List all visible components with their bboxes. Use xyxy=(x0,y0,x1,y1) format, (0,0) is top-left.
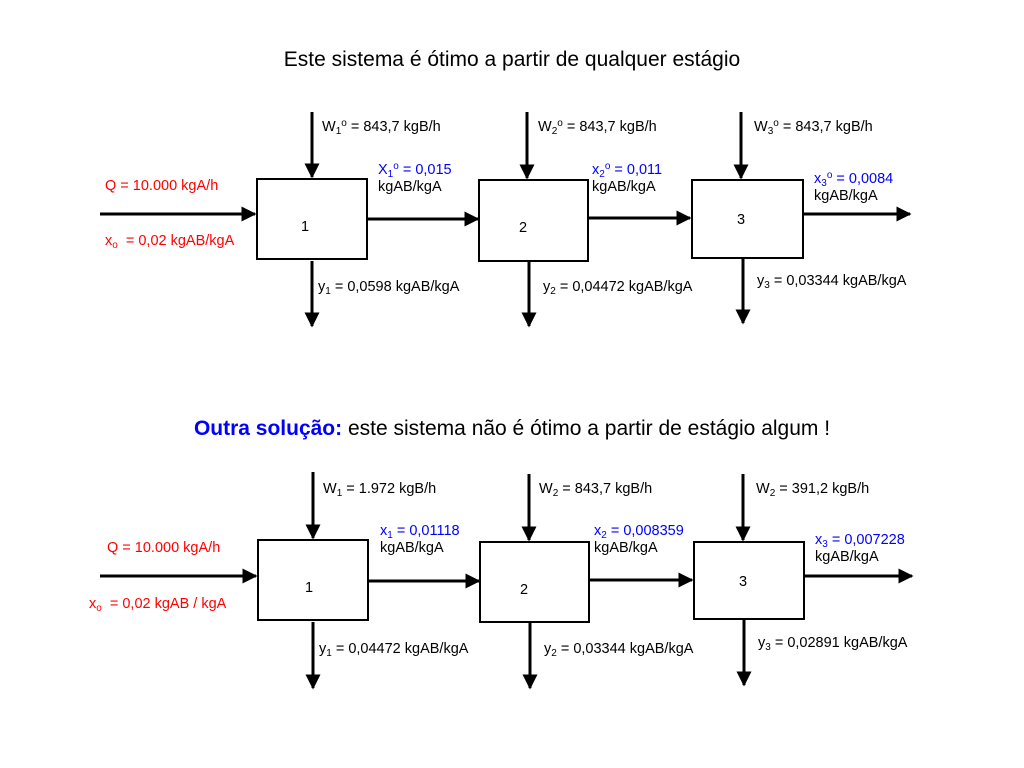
stage-box-2-top xyxy=(478,179,589,262)
y3-label-bottom: y3 = 0,02891 kgAB/kgA xyxy=(758,635,908,653)
stage-box-2-bottom xyxy=(479,541,590,623)
w2-label-top: W2o = 843,7 kgB/h xyxy=(538,118,657,137)
feed-flow-label-top: Q = 10.000 kgA/h xyxy=(105,178,219,194)
y2-label-top: y2 = 0,04472 kgAB/kgA xyxy=(543,279,693,297)
feed-conc-label-top: xo = 0,02 kgAB/kgA xyxy=(105,233,235,251)
w3-label-top: W3o = 843,7 kgB/h xyxy=(754,118,873,137)
title-top: Este sistema é ótimo a partir de qualque… xyxy=(283,48,741,71)
w1-label-top: W1o = 843,7 kgB/h xyxy=(322,118,441,137)
stage-box-1-top xyxy=(256,178,368,260)
x2-label-top: x2o = 0,011 kgAB/kgA xyxy=(592,161,663,196)
stage-box-1-bottom xyxy=(257,539,369,621)
stage-number-2-bottom: 2 xyxy=(520,582,529,598)
w3-label-bottom: W2 = 391,2 kgB/h xyxy=(756,481,870,499)
stage-box-3-top xyxy=(691,179,804,259)
stage-number-1-top: 1 xyxy=(301,219,310,235)
feed-conc-label-bottom: xo = 0,02 kgAB / kgA xyxy=(89,596,227,614)
stage-number-1-bottom: 1 xyxy=(305,580,314,596)
y3-label-top: y3 = 0,03344 kgAB/kgA xyxy=(757,273,907,291)
stage-box-3-bottom xyxy=(693,541,805,620)
title-bottom-highlight: Outra solução: xyxy=(193,417,343,440)
stage-number-2-top: 2 xyxy=(519,220,528,236)
stage-number-3-bottom: 3 xyxy=(739,574,748,590)
x1-label-bottom: x1 = 0,01118 kgAB/kgA xyxy=(380,523,460,556)
w2-label-bottom: W2 = 843,7 kgB/h xyxy=(539,481,653,499)
y2-label-bottom: y2 = 0,03344 kgAB/kgA xyxy=(544,641,694,659)
stage-number-3-top: 3 xyxy=(737,212,746,228)
y1-label-bottom: y1 = 0,04472 kgAB/kgA xyxy=(319,641,469,659)
y1-label-top: y1 = 0,0598 kgAB/kgA xyxy=(318,279,460,297)
title-bottom-rest: este sistema não é ótimo a partir de est… xyxy=(342,417,831,440)
feed-flow-label-bottom: Q = 10.000 kgA/h xyxy=(107,540,221,556)
x3-label-top: x3o = 0,0084 kgAB/kgA xyxy=(814,170,894,205)
x1-label-top: X1o = 0,015 kgAB/kgA xyxy=(378,161,452,196)
x2-label-bottom: x2 = 0,008359 kgAB/kgA xyxy=(594,523,684,556)
title-bottom: Outra solução: este sistema não é ótimo … xyxy=(0,417,1024,441)
w1-label-bottom: W1 = 1.972 kgB/h xyxy=(323,481,437,499)
x3-label-bottom: x3 = 0,007228 kgAB/kgA xyxy=(815,532,905,565)
